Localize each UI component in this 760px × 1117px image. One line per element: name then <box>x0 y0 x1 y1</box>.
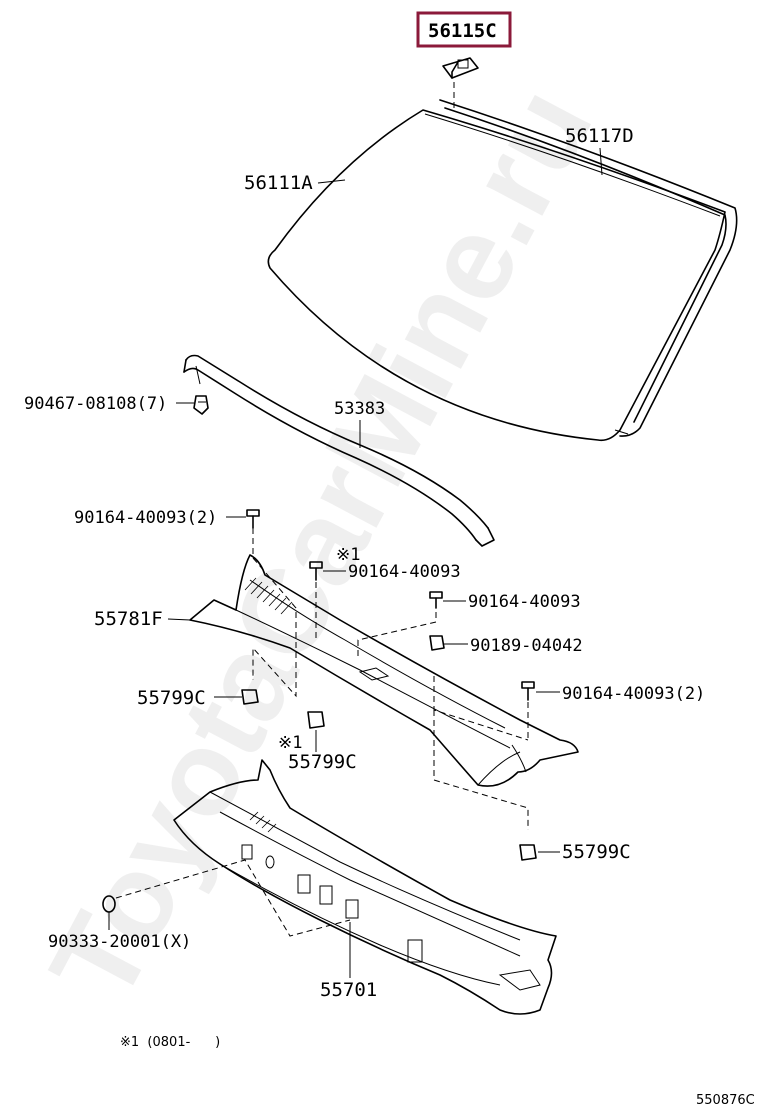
leader-56111a <box>317 179 346 184</box>
clip-55799c-left-part[interactable] <box>241 689 259 705</box>
screw-90164-right-part[interactable] <box>429 591 443 609</box>
cowl-panel-55701[interactable] <box>173 759 557 1015</box>
cowl-louver-55781f[interactable] <box>189 554 579 787</box>
locator-left <box>252 557 297 698</box>
clip-90467-part[interactable] <box>193 395 209 415</box>
label-90189[interactable]: 90189-04042 <box>470 636 583 656</box>
label-55701[interactable]: 55701 <box>320 979 377 1001</box>
label-53383[interactable]: 53383 <box>334 399 385 419</box>
diagram-code: 550876C <box>696 1093 755 1108</box>
screw-90164-top-part[interactable] <box>246 509 260 529</box>
watermark-text: ToyotaCarMine.ru <box>25 66 618 1022</box>
clip-55799c-right-part[interactable] <box>519 844 537 861</box>
footnote: ※1 (0801- ) <box>120 1035 220 1050</box>
label-56115c[interactable]: 56115C <box>428 20 497 42</box>
locator-bottom-right <box>433 710 529 830</box>
locator-plug <box>115 859 351 937</box>
star-mark-a: ※1 <box>336 545 360 565</box>
label-55799c-center[interactable]: 55799C <box>288 751 357 773</box>
label-56117d[interactable]: 56117D <box>565 125 634 147</box>
molding-56117d[interactable] <box>439 99 738 437</box>
clip-56115c-part[interactable] <box>442 57 479 79</box>
label-90164-right[interactable]: 90164-40093 <box>468 592 581 612</box>
label-90164-mid[interactable]: 90164-40093 <box>348 562 461 582</box>
screw-90164-right2-part[interactable] <box>521 681 535 701</box>
label-55799c-left[interactable]: 55799C <box>137 687 206 709</box>
label-90164-top2[interactable]: 90164-40093(2) <box>74 508 217 528</box>
star-mark-b: ※1 <box>278 733 302 753</box>
label-55781f[interactable]: 55781F <box>94 608 163 630</box>
label-55799c-right[interactable]: 55799C <box>562 841 631 863</box>
highlight-box <box>416 11 512 48</box>
clip-55799c-center-part[interactable] <box>307 711 325 729</box>
nut-90189-part[interactable] <box>429 635 445 651</box>
leader-56117d <box>599 147 603 176</box>
windshield-glass-56111a[interactable] <box>267 109 726 442</box>
screw-right-dash <box>357 612 437 660</box>
locator-right <box>433 676 529 741</box>
label-90164-right2[interactable]: 90164-40093(2) <box>562 684 705 704</box>
label-90467[interactable]: 90467-08108(7) <box>24 394 167 414</box>
leader-55781f <box>167 618 191 621</box>
label-56111a[interactable]: 56111A <box>244 172 313 194</box>
label-90333[interactable]: 90333-20001(X) <box>48 932 191 952</box>
screw-90164-mid-part[interactable] <box>309 561 323 581</box>
